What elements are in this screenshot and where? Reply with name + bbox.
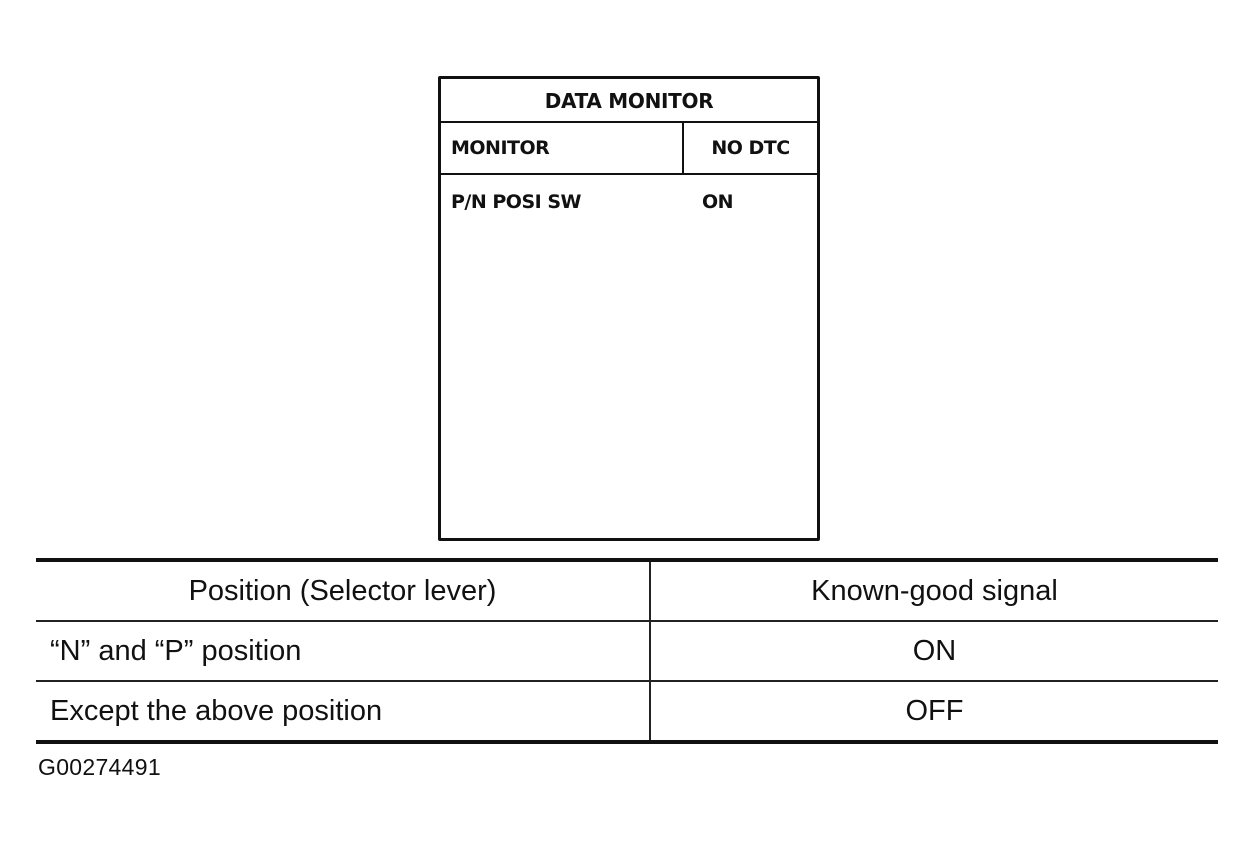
monitor-row: P/N POSI SW ON bbox=[441, 189, 817, 215]
table-row: “N” and “P” position ON bbox=[36, 621, 1218, 682]
monitor-header-right: NO DTC bbox=[684, 123, 817, 173]
position-cell: Except the above position bbox=[36, 681, 651, 744]
position-cell: “N” and “P” position bbox=[36, 621, 651, 682]
column-header-signal: Known-good signal bbox=[650, 558, 1218, 622]
monitor-header-label: MONITOR bbox=[451, 137, 550, 159]
column-header-position: Position (Selector lever) bbox=[36, 558, 651, 622]
data-monitor-screen: DATA MONITOR MONITOR NO DTC P/N POSI SW … bbox=[438, 76, 820, 541]
monitor-header: MONITOR NO DTC bbox=[441, 123, 817, 175]
monitor-item-value: ON bbox=[702, 191, 734, 213]
monitor-title: DATA MONITOR bbox=[441, 79, 817, 123]
table-row: Except the above position OFF bbox=[36, 681, 1218, 744]
monitor-title-text: DATA MONITOR bbox=[544, 89, 714, 113]
monitor-header-left: MONITOR bbox=[441, 123, 684, 173]
signal-cell: ON bbox=[650, 621, 1218, 682]
figure-id: G00274491 bbox=[38, 754, 161, 780]
table-header-row: Position (Selector lever) Known-good sig… bbox=[36, 558, 1218, 622]
monitor-item-name: P/N POSI SW bbox=[451, 191, 581, 213]
signal-cell: OFF bbox=[650, 681, 1218, 744]
dtc-status: NO DTC bbox=[711, 137, 790, 159]
known-good-signal-table: Position (Selector lever) Known-good sig… bbox=[36, 558, 1218, 744]
